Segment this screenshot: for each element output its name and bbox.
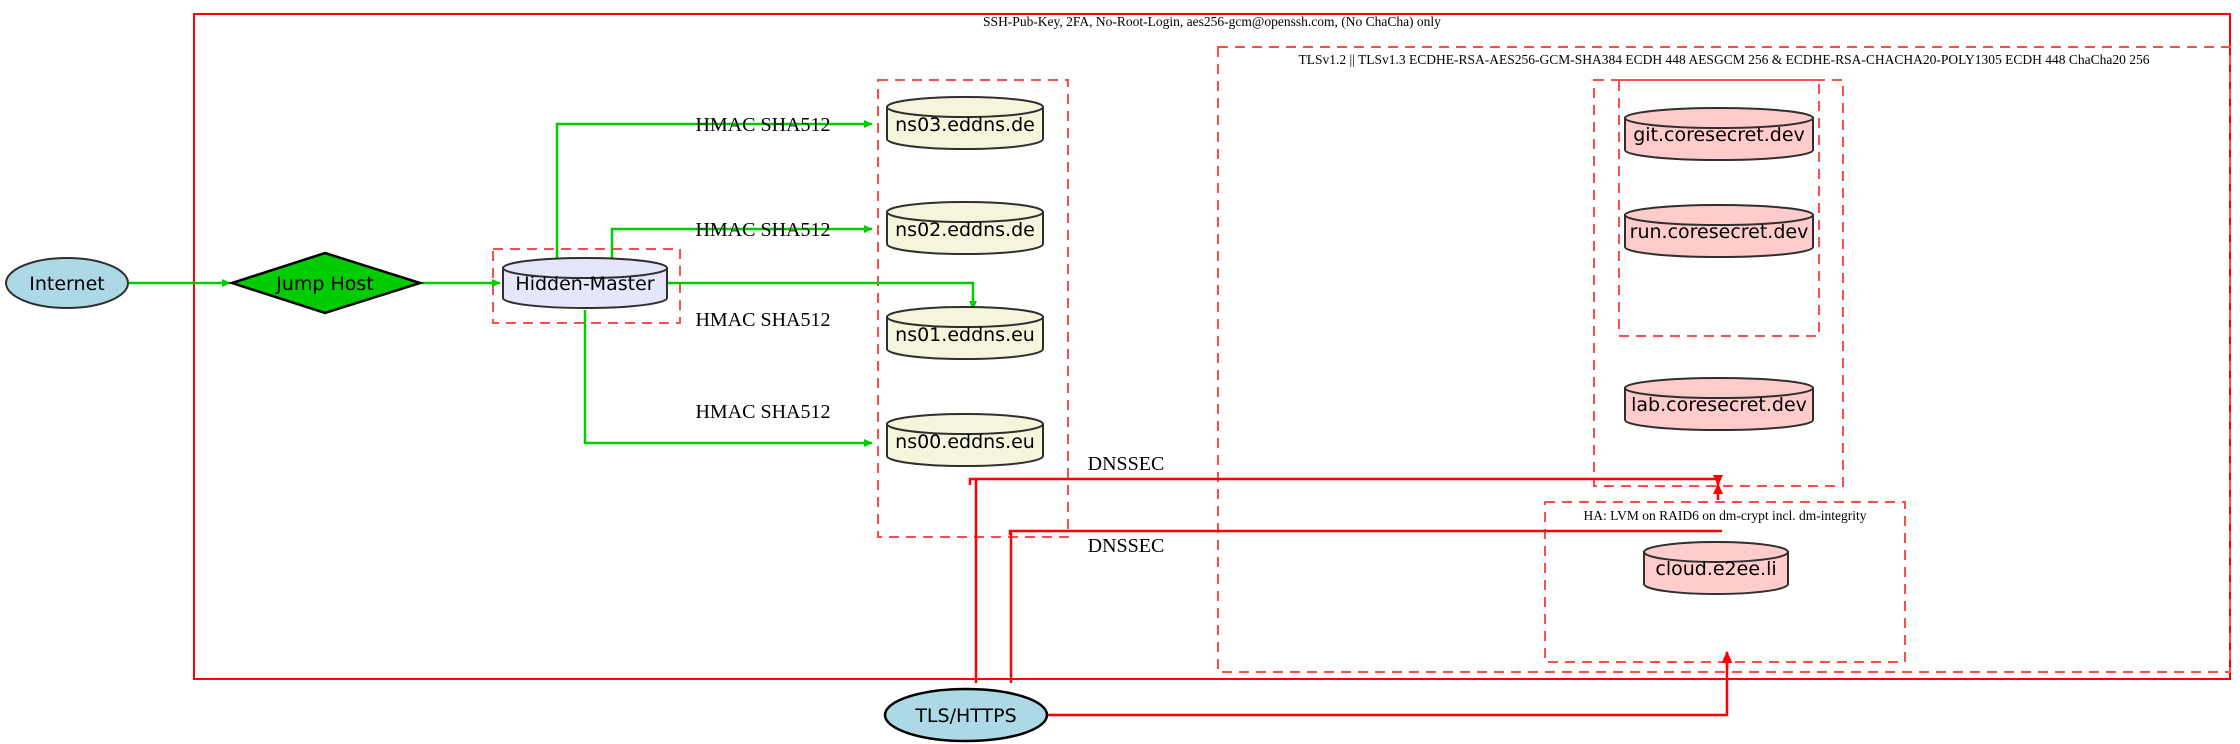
cluster-tls-zone-label: TLSv1.2 || TLSv1.3 ECDHE-RSA-AES256-GCM-… (1299, 52, 2150, 67)
node-ns03[interactable]: ns03.eddns.de (886, 96, 1044, 150)
cluster-coresecret-inner-zone (1618, 79, 1820, 337)
cluster-coresecret-zone (1593, 79, 1844, 487)
edge-hidden-master-ns01 (668, 281, 977, 310)
edge-hidden-master-ns03 (555, 120, 873, 260)
node-run-coresecret[interactable]: run.coresecret.dev (1624, 204, 1814, 258)
node-run-coresecret-label: run.coresecret.dev (1630, 221, 1809, 243)
cluster-ssh-zone (193, 13, 2231, 680)
node-cloud-e2ee-label: cloud.e2ee.li (1655, 558, 1776, 580)
node-git-coresecret-label: git.coresecret.dev (1633, 124, 1805, 146)
edge-label-hmac-ns00: HMAC SHA512 (695, 401, 830, 423)
cluster-ha-zone-label: HA: LVM on RAID6 on dm-crypt incl. dm-in… (1584, 508, 1867, 523)
node-ns01-label: ns01.eddns.eu (895, 324, 1035, 346)
node-git-coresecret[interactable]: git.coresecret.dev (1624, 107, 1814, 161)
edge-label-dnssec-lower: DNSSEC (1088, 535, 1165, 557)
cluster-tls-zone (1217, 46, 2231, 673)
node-ns01[interactable]: ns01.eddns.eu (886, 306, 1044, 360)
node-ns00-label: ns00.eddns.eu (895, 431, 1035, 453)
node-lab-coresecret-label: lab.coresecret.dev (1631, 394, 1807, 416)
node-jump-host-label: Jump Host (275, 273, 374, 295)
edge-hidden-master-ns00 (583, 310, 873, 447)
cluster-dns-zone (877, 79, 1069, 538)
edge-label-dnssec-upper: DNSSEC (1088, 453, 1165, 475)
edge-dnssec-upper (968, 475, 1723, 486)
node-ns00[interactable]: ns00.eddns.eu (886, 413, 1044, 467)
node-ns02[interactable]: ns02.eddns.de (886, 201, 1044, 255)
node-internet-label: Internet (29, 273, 104, 295)
node-tls-https[interactable]: TLS/HTTPS (883, 687, 1049, 743)
edge-hidden-master-ns02 (610, 225, 873, 260)
node-hidden-master-label: Hidden-Master (515, 273, 654, 295)
node-hidden-master[interactable]: Hidden-Master (502, 257, 668, 309)
edge-label-hmac-ns01: HMAC SHA512 (695, 309, 830, 331)
node-ns03-label: ns03.eddns.de (895, 114, 1035, 136)
node-jump-host[interactable]: Jump Host (227, 251, 425, 315)
node-ns02-label: ns02.eddns.de (895, 219, 1035, 241)
edge-tls-https-coresecret (1047, 652, 1732, 717)
edge-label-hmac-ns02: HMAC SHA512 (695, 219, 830, 241)
node-tls-https-label: TLS/HTTPS (914, 705, 1016, 727)
edge-label-hmac-ns03: HMAC SHA512 (695, 114, 830, 136)
cluster-ssh-zone-label: SSH-Pub-Key, 2FA, No-Root-Login, aes256-… (983, 14, 1441, 29)
node-cloud-e2ee[interactable]: cloud.e2ee.li (1643, 541, 1789, 595)
node-lab-coresecret[interactable]: lab.coresecret.dev (1624, 377, 1814, 431)
node-internet[interactable]: Internet (5, 257, 129, 309)
